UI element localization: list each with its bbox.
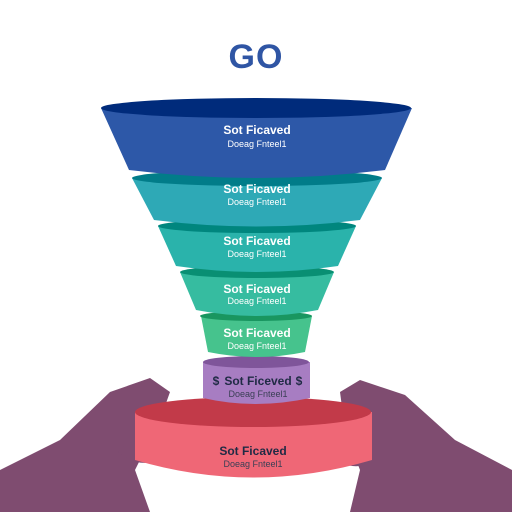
layer-5-title: Sot Ficaved	[223, 326, 290, 340]
layer-3-subtitle: Doeag Fnteel1	[227, 249, 286, 259]
neck-rim	[203, 356, 309, 368]
neck-subtitle: Doeag Fnteel1	[228, 389, 287, 399]
layer-5-subtitle: Doeag Fnteel1	[227, 341, 286, 351]
funnel-layer-5: Sot Ficaved Doeag Fnteel1	[200, 311, 312, 357]
neck-title: Sot Ficeved	[224, 374, 291, 388]
layer-3-title: Sot Ficaved	[223, 234, 290, 248]
layer-4-subtitle: Doeag Fnteel1	[227, 296, 286, 306]
layer-1-title: Sot Ficaved	[223, 123, 290, 137]
layer-1-subtitle: Doeag Fnteel1	[227, 139, 286, 149]
funnel-base: Sot Ficaved Doeag Fnteel1	[135, 397, 372, 478]
left-hand-shape	[0, 378, 170, 512]
funnel-neck: $ Sot Ficeved $ Doeag Fnteel1	[203, 356, 310, 404]
funnel-layers: Sot Ficaved Doeag Fnteel1 Sot Ficaved Do…	[101, 98, 412, 357]
funnel-layer-4: Sot Ficaved Doeag Fnteel1	[180, 266, 334, 316]
base-subtitle: Doeag Fnteel1	[223, 459, 282, 469]
base-title: Sot Ficaved	[219, 444, 286, 458]
funnel-layer-1: Sot Ficaved Doeag Fnteel1	[101, 98, 412, 178]
layer-4-title: Sot Ficaved	[223, 282, 290, 296]
neck-left-dollar: $	[213, 374, 220, 388]
base-rim	[135, 397, 371, 427]
funnel-layer-3: Sot Ficaved Doeag Fnteel1	[158, 219, 356, 272]
layer-2-title: Sot Ficaved	[223, 182, 290, 196]
right-hand-shape	[340, 380, 512, 512]
neck-body	[203, 362, 310, 404]
base-body	[135, 412, 372, 478]
diagram-title: GO	[228, 38, 284, 76]
funnel-layer-2: Sot Ficaved Doeag Fnteel1	[132, 170, 382, 227]
layer-2-subtitle: Doeag Fnteel1	[227, 197, 286, 207]
neck-right-dollar: $	[296, 374, 303, 388]
